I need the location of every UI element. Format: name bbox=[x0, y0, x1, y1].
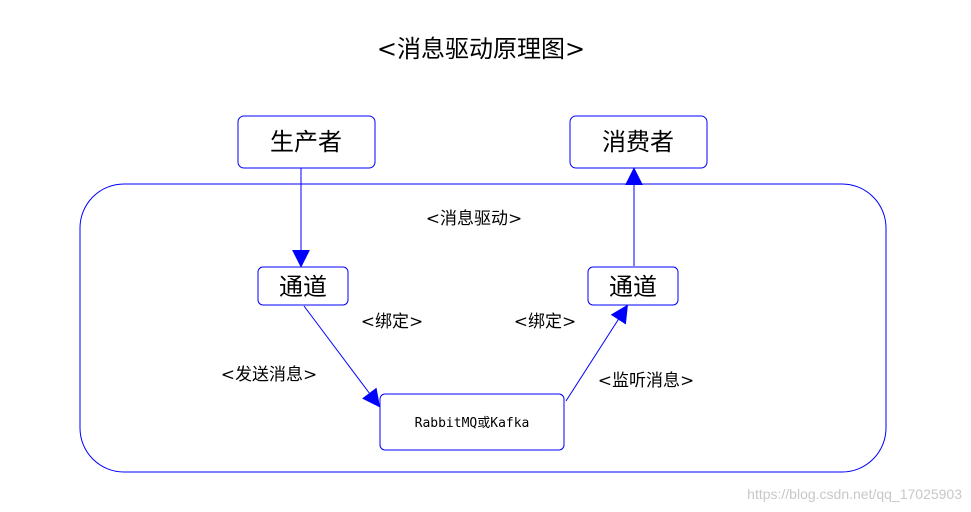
consumer-label: 消费者 bbox=[602, 128, 674, 156]
diagram-title: <消息驱动原理图> bbox=[377, 35, 585, 63]
arrow-broker-to-channel bbox=[565, 304, 628, 402]
listen-message-label: <监听消息> bbox=[598, 371, 695, 391]
producer-label: 生产者 bbox=[270, 128, 342, 156]
bind-label-left: <绑定> bbox=[361, 312, 424, 332]
channel-left-label: 通道 bbox=[279, 273, 327, 301]
watermark: https://blog.csdn.net/qq_17025903 bbox=[747, 486, 962, 502]
broker-box bbox=[379, 393, 565, 451]
bind-label-right: <绑定> bbox=[514, 312, 577, 332]
channel-right-label: 通道 bbox=[609, 273, 657, 301]
channel-right-box bbox=[587, 266, 679, 306]
send-message-label: <发送消息> bbox=[221, 365, 318, 385]
message-driven-container bbox=[79, 183, 887, 473]
arrow-channel-to-broker bbox=[303, 305, 381, 408]
container-label: <消息驱动> bbox=[426, 209, 523, 229]
broker-label: RabbitMQ或Kafka bbox=[415, 416, 530, 431]
producer-box bbox=[237, 115, 376, 169]
